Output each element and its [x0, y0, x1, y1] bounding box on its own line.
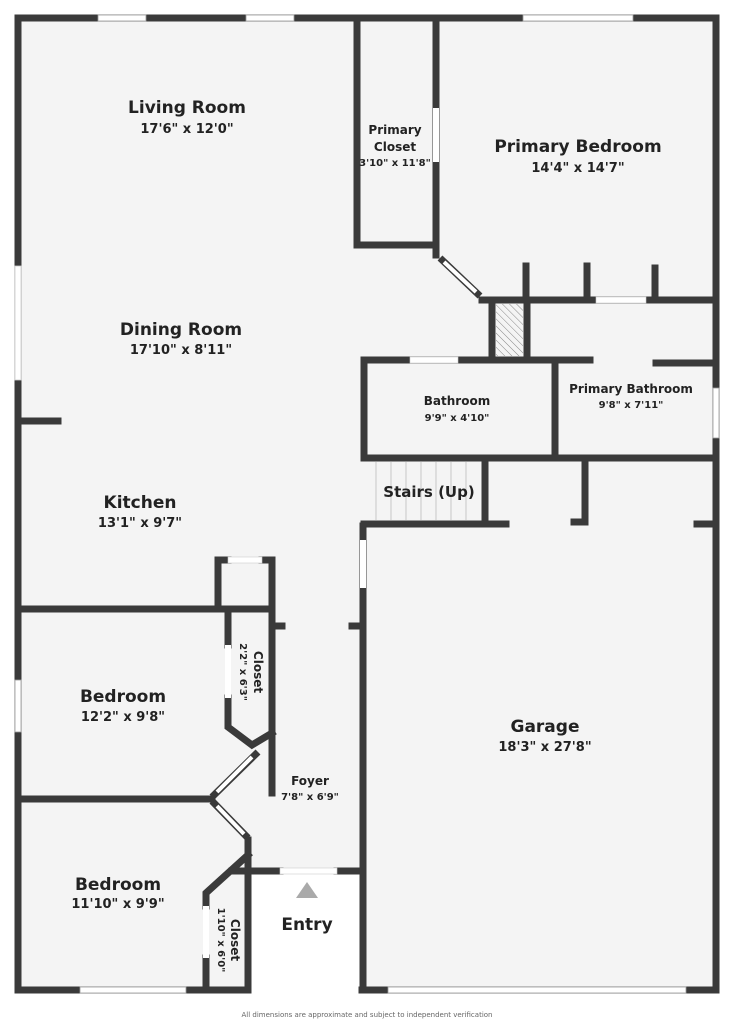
room-name: Stairs (Up) — [383, 483, 474, 501]
room-labels: Living Room 17'6" x 12'0" Primary Closet… — [71, 98, 693, 972]
room-name-line-1: Primary — [368, 123, 421, 137]
disclaimer-text: All dimensions are approximate and subje… — [241, 1011, 493, 1019]
label-closet-2: Closet 1'10" x 6'0" — [215, 908, 242, 973]
door-pantry — [227, 556, 263, 564]
label-dining-room: Dining Room 17'10" x 8'11" — [120, 320, 242, 358]
label-primary-closet: Primary Closet 3'10" x 11'8" — [359, 123, 431, 169]
room-dims: 9'9" x 4'10" — [425, 413, 490, 424]
walls — [14, 14, 720, 994]
window-bedroom-1 — [14, 679, 22, 733]
door-closet-2 — [203, 906, 209, 958]
main-floor — [18, 18, 716, 990]
label-foyer: Foyer 7'8" x 6'9" — [281, 774, 339, 803]
window-living-2 — [245, 14, 295, 22]
room-dims: 1'10" x 6'0" — [215, 908, 226, 973]
door-front — [279, 867, 338, 875]
label-primary-bedroom: Primary Bedroom 14'4" x 14'7" — [494, 137, 661, 176]
window-primary-bedroom — [522, 14, 634, 22]
door-garage — [360, 540, 366, 588]
entry-arrow-icon — [296, 882, 318, 898]
closet1-left-wall-bottom — [224, 694, 277, 750]
room-name: Garage — [511, 717, 580, 737]
door-primary-bedroom-closet — [595, 296, 647, 304]
room-name-line-2: Closet — [374, 140, 416, 154]
room-dims: 17'6" x 12'0" — [140, 122, 233, 137]
room-name: Entry — [281, 915, 332, 935]
room-name: Bedroom — [80, 687, 166, 707]
stair-treads — [375, 462, 467, 520]
label-living-room: Living Room 17'6" x 12'0" — [128, 98, 246, 137]
room-dims: 9'8" x 7'11" — [599, 400, 664, 411]
floor-areas — [18, 18, 716, 990]
room-name: Closet — [251, 651, 265, 693]
door-primary-closet — [433, 108, 439, 162]
door-closet-1 — [225, 645, 231, 698]
label-bedroom-2: Bedroom 11'10" x 9'9" — [71, 875, 164, 912]
room-dims: 18'3" x 27'8" — [498, 740, 591, 755]
door-bathroom — [409, 356, 459, 364]
label-closet-1: Closet 2'2" x 6'3" — [237, 643, 265, 701]
room-dims: 11'10" x 9'9" — [71, 897, 164, 912]
garage-stub-1 — [570, 454, 589, 526]
room-name: Kitchen — [104, 493, 177, 513]
primary-closet-left-wall — [353, 14, 440, 249]
chase-hatch — [496, 304, 523, 356]
label-entry: Entry — [281, 915, 332, 935]
label-primary-bathroom: Primary Bathroom 9'8" x 7'11" — [569, 382, 693, 411]
window-primary-bath — [712, 387, 720, 439]
window-dining — [14, 265, 22, 381]
room-name: Dining Room — [120, 320, 242, 340]
label-bathroom: Bathroom 9'9" x 4'10" — [424, 394, 490, 424]
label-bedroom-1: Bedroom 12'2" x 9'8" — [80, 687, 166, 725]
room-name: Closet — [228, 919, 242, 961]
room-dims: 13'1" x 9'7" — [98, 516, 182, 531]
window-living-1 — [97, 14, 147, 22]
room-dims: 3'10" x 11'8" — [359, 158, 431, 169]
room-dims: 7'8" x 6'9" — [281, 792, 339, 803]
room-dims: 14'4" x 14'7" — [531, 161, 624, 176]
label-kitchen: Kitchen 13'1" x 9'7" — [98, 493, 182, 531]
garage-door — [387, 986, 687, 994]
room-name: Living Room — [128, 98, 246, 118]
room-name: Bathroom — [424, 394, 490, 408]
label-stairs: Stairs (Up) — [383, 483, 474, 501]
window-bedroom-2 — [79, 986, 187, 994]
room-name: Primary Bathroom — [569, 382, 693, 396]
room-dims: 12'2" x 9'8" — [81, 710, 165, 725]
room-name: Foyer — [291, 774, 329, 788]
room-name: Primary Bedroom — [494, 137, 661, 157]
label-garage: Garage 18'3" x 27'8" — [498, 717, 591, 755]
room-dims: 2'2" x 6'3" — [237, 643, 248, 701]
openings — [14, 14, 720, 994]
room-dims: 17'10" x 8'11" — [130, 343, 232, 358]
room-name: Bedroom — [75, 875, 161, 895]
